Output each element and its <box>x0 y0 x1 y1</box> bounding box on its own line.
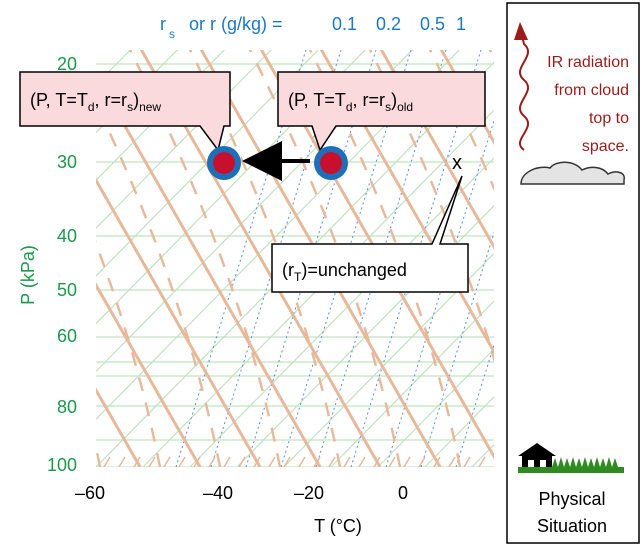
y-tick-label: 30 <box>57 152 77 172</box>
tick-mark <box>208 456 216 467</box>
tick-mark <box>283 456 291 467</box>
x-tick-label: –60 <box>75 483 105 503</box>
tick-mark <box>343 456 351 467</box>
moist-adiabat-line <box>248 50 402 467</box>
total-water-marker: x <box>452 152 462 174</box>
state-point-new <box>207 146 241 180</box>
callout-new: (P, T=Td, r=rs)new <box>19 71 231 152</box>
ir-text-line: space. <box>582 138 629 155</box>
ir-text-line: from cloud <box>554 82 629 99</box>
physical-situation-panel: IR radiation from cloud top to space. Ph… <box>506 2 640 544</box>
y-tick-label: 60 <box>57 326 77 346</box>
tick-mark <box>178 456 186 467</box>
panel-caption-line: Physical <box>538 489 605 509</box>
grass-icon <box>518 457 624 473</box>
callout-old: (P, T=Td, r=rs)old <box>277 71 486 152</box>
mixing-ratio-label: r s or r (g/kg) = 0.1 0.2 0.5 1 <box>160 14 466 41</box>
y-axis-ticks: 20 30 40 50 60 80 100 <box>47 54 77 475</box>
y-tick-label: 80 <box>57 397 77 417</box>
moist-adiabat-line <box>96 100 222 467</box>
ir-text-line: top to <box>589 110 629 127</box>
cloud-icon <box>520 161 625 185</box>
rs-symbol: r <box>160 14 166 34</box>
x-axis-ticks: –60 –40 –20 0 <box>75 483 408 503</box>
y-axis-title: P (kPa) <box>18 245 38 305</box>
x-tick-label: 0 <box>398 483 408 503</box>
tick-mark <box>133 456 141 467</box>
y-tick-label: 20 <box>57 54 77 74</box>
tick-mark <box>448 456 456 467</box>
panel-caption-line: Situation <box>537 516 607 536</box>
ir-text-line: IR radiation <box>547 54 629 71</box>
mixing-ratio-value: 0.5 <box>420 14 445 34</box>
tick-mark <box>148 456 156 467</box>
mixing-ratio-value: 1 <box>456 14 466 34</box>
tick-mark <box>298 456 306 467</box>
ir-wave-icon <box>518 35 530 151</box>
dry-adiabat-line <box>96 388 142 467</box>
tick-mark <box>313 456 321 467</box>
tick-mark <box>268 456 276 467</box>
mixing-ratio-value: 0.1 <box>332 14 357 34</box>
tick-mark <box>103 456 111 467</box>
tick-mark <box>433 456 441 467</box>
tick-mark <box>403 456 411 467</box>
tick-mark <box>253 456 261 467</box>
tick-mark <box>193 456 201 467</box>
dry-adiabat-line <box>0 30 20 467</box>
callout-old-text: (P, T=Td, r=rs)old <box>288 90 413 114</box>
y-tick-label: 100 <box>47 455 77 475</box>
tick-mark <box>118 456 126 467</box>
rs-subscript: s <box>169 27 175 41</box>
callout-unchanged: (rT)=unchanged <box>271 175 469 293</box>
moist-adiabat-line <box>96 240 162 467</box>
ir-arrowhead-icon <box>514 22 528 40</box>
isotherm-line <box>283 252 494 467</box>
tick-mark <box>388 456 396 467</box>
isotherm-line <box>96 50 320 277</box>
x-tick-label: –40 <box>203 483 233 503</box>
tick-mark <box>163 456 171 467</box>
tick-mark <box>358 456 366 467</box>
mixing-ratio-text: or r (g/kg) = <box>189 14 283 34</box>
tick-mark <box>463 456 471 467</box>
tick-mark <box>418 456 426 467</box>
tick-mark <box>238 456 246 467</box>
ir-text: IR radiation from cloud top to space. <box>547 54 629 155</box>
x-axis-title: T (°C) <box>314 516 362 536</box>
x-tick-label: –20 <box>294 483 324 503</box>
dry-adiabat-line <box>96 283 202 467</box>
y-tick-label: 40 <box>57 226 77 246</box>
state-point-old <box>314 146 348 180</box>
tick-mark <box>478 456 486 467</box>
tick-mark <box>223 456 231 467</box>
callout-new-text: (P, T=Td, r=rs)new <box>30 90 161 114</box>
isotherm-line <box>377 348 494 467</box>
tick-mark <box>373 456 381 467</box>
panel-caption: Physical Situation <box>537 489 607 536</box>
y-tick-label: 50 <box>57 280 77 300</box>
callout-unchanged-text: (rT)=unchanged <box>282 260 407 284</box>
mixing-ratio-value: 0.2 <box>376 14 401 34</box>
tick-mark <box>328 456 336 467</box>
dry-adiabat-line <box>96 178 262 467</box>
